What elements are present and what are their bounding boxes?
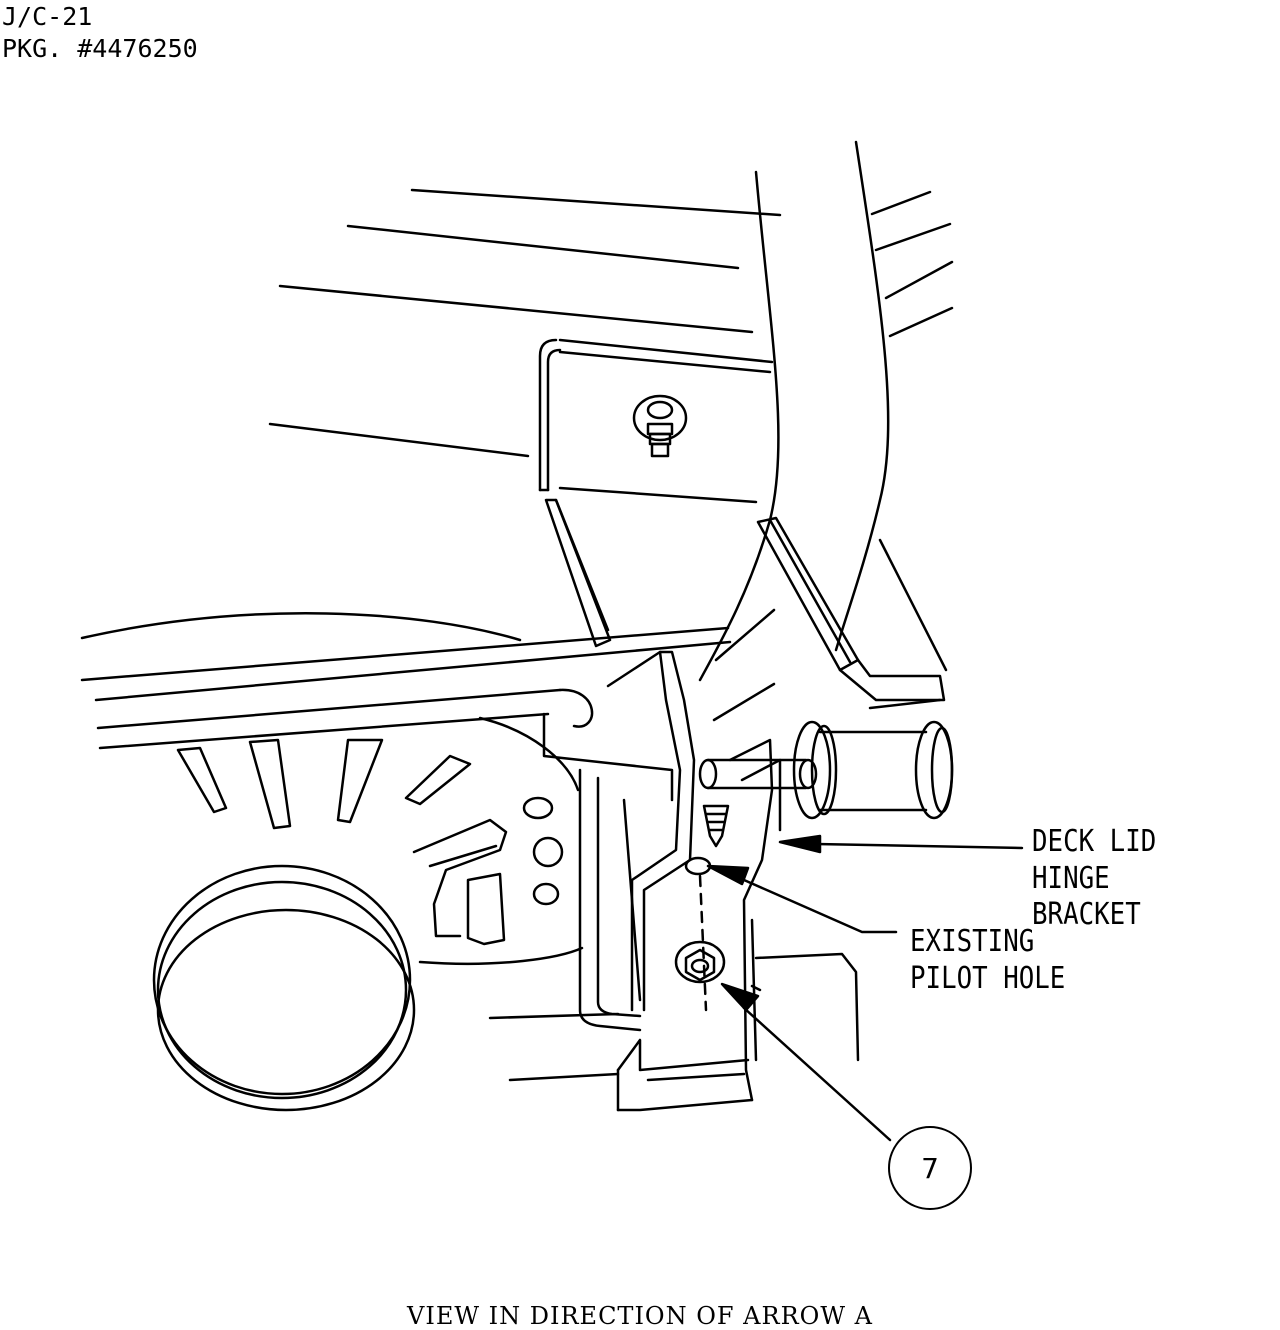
struts [546,500,946,708]
hinge-strap [700,142,952,680]
upper-panel-lines [270,190,780,502]
item-7-balloon: 7 [888,1126,972,1210]
horizontal-rods [82,613,730,748]
existing-pilot-hole [686,858,710,874]
leader-existing-pilot-hole [708,866,896,932]
hinge-spool [794,722,952,818]
deck-lid-hinge-bracket-line1: DECK LID HINGE [1032,824,1157,896]
hinge-bracket-plate [544,610,780,1110]
existing-pilot-hole-line1: EXISTING [910,924,1035,959]
package-code: J/C-21 [2,2,93,31]
upper-mounting-bracket [540,340,686,490]
lower-block [490,954,858,1080]
hinge-pin [700,760,816,788]
vented-disk [154,718,582,1110]
deck-lid-hinge-bracket-line2: BRACKET [1032,897,1141,933]
drill-bit [704,806,728,846]
package-number: PKG. #4476250 [2,34,198,63]
view-caption: VIEW IN DIRECTION OF ARROW A [407,1302,873,1330]
leader-deck-lid-hinge-bracket [780,836,1022,852]
drill-centerline [700,876,706,1010]
existing-pilot-hole-label: EXISTING PILOT HOLE [910,924,1065,997]
deck-lid-hinge-bracket-label: DECK LID HINGE BRACKET [1032,824,1245,934]
existing-pilot-hole-line2: PILOT HOLE [910,960,1066,996]
leader-item-7 [722,984,890,1140]
hex-nut [676,942,724,982]
